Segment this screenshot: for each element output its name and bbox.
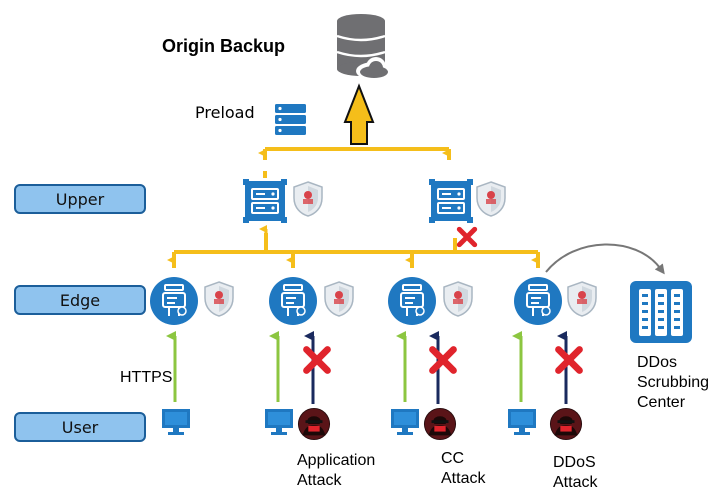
ddos-attack-blocked-icon <box>559 350 580 371</box>
edge-node-2-icon <box>268 276 318 326</box>
edge-node-1-icon <box>149 276 199 326</box>
upper-node-1-icon <box>243 179 287 223</box>
edge-links <box>172 233 540 268</box>
upper-links <box>263 147 451 178</box>
https-label: HTTPS <box>120 369 173 386</box>
preload-server-icon <box>275 104 306 135</box>
user-1-monitor-icon <box>162 409 190 435</box>
edge-node-1-shield-icon <box>204 281 234 317</box>
user-2-monitor-icon <box>265 409 293 435</box>
scrubbing-center-icon <box>630 281 692 343</box>
edge-node-4-shield-icon <box>567 281 597 317</box>
user-3-monitor-icon <box>391 409 419 435</box>
origin-upload-arrow <box>343 83 375 145</box>
ddos-attacker-icon <box>549 407 583 441</box>
origin-database-icon <box>336 14 392 80</box>
scrubbing-redirect-arrow <box>545 243 665 275</box>
application-attacker-icon <box>297 407 331 441</box>
tier-upper: Upper <box>14 184 146 214</box>
upper-node-2-shield-icon <box>476 181 506 217</box>
application-attack-blocked-icon <box>307 350 328 371</box>
edge-node-4-icon <box>513 276 563 326</box>
edge-node-3-icon <box>387 276 437 326</box>
edge-node-2-shield-icon <box>324 281 354 317</box>
upper-node-2-icon <box>429 179 473 223</box>
tier-user: User <box>14 412 146 442</box>
preload-label: Preload <box>195 103 255 122</box>
cc-attack-blocked-icon <box>433 350 454 371</box>
diagram-title: Origin Backup <box>162 36 286 56</box>
user-4-monitor-icon <box>508 409 536 435</box>
cc-attacker-icon <box>423 407 457 441</box>
upper-node-1-shield-icon <box>293 181 323 217</box>
edge-node-3-shield-icon <box>443 281 473 317</box>
tier-edge: Edge <box>14 285 146 315</box>
upper-node-2-blocked-icon <box>459 229 474 244</box>
